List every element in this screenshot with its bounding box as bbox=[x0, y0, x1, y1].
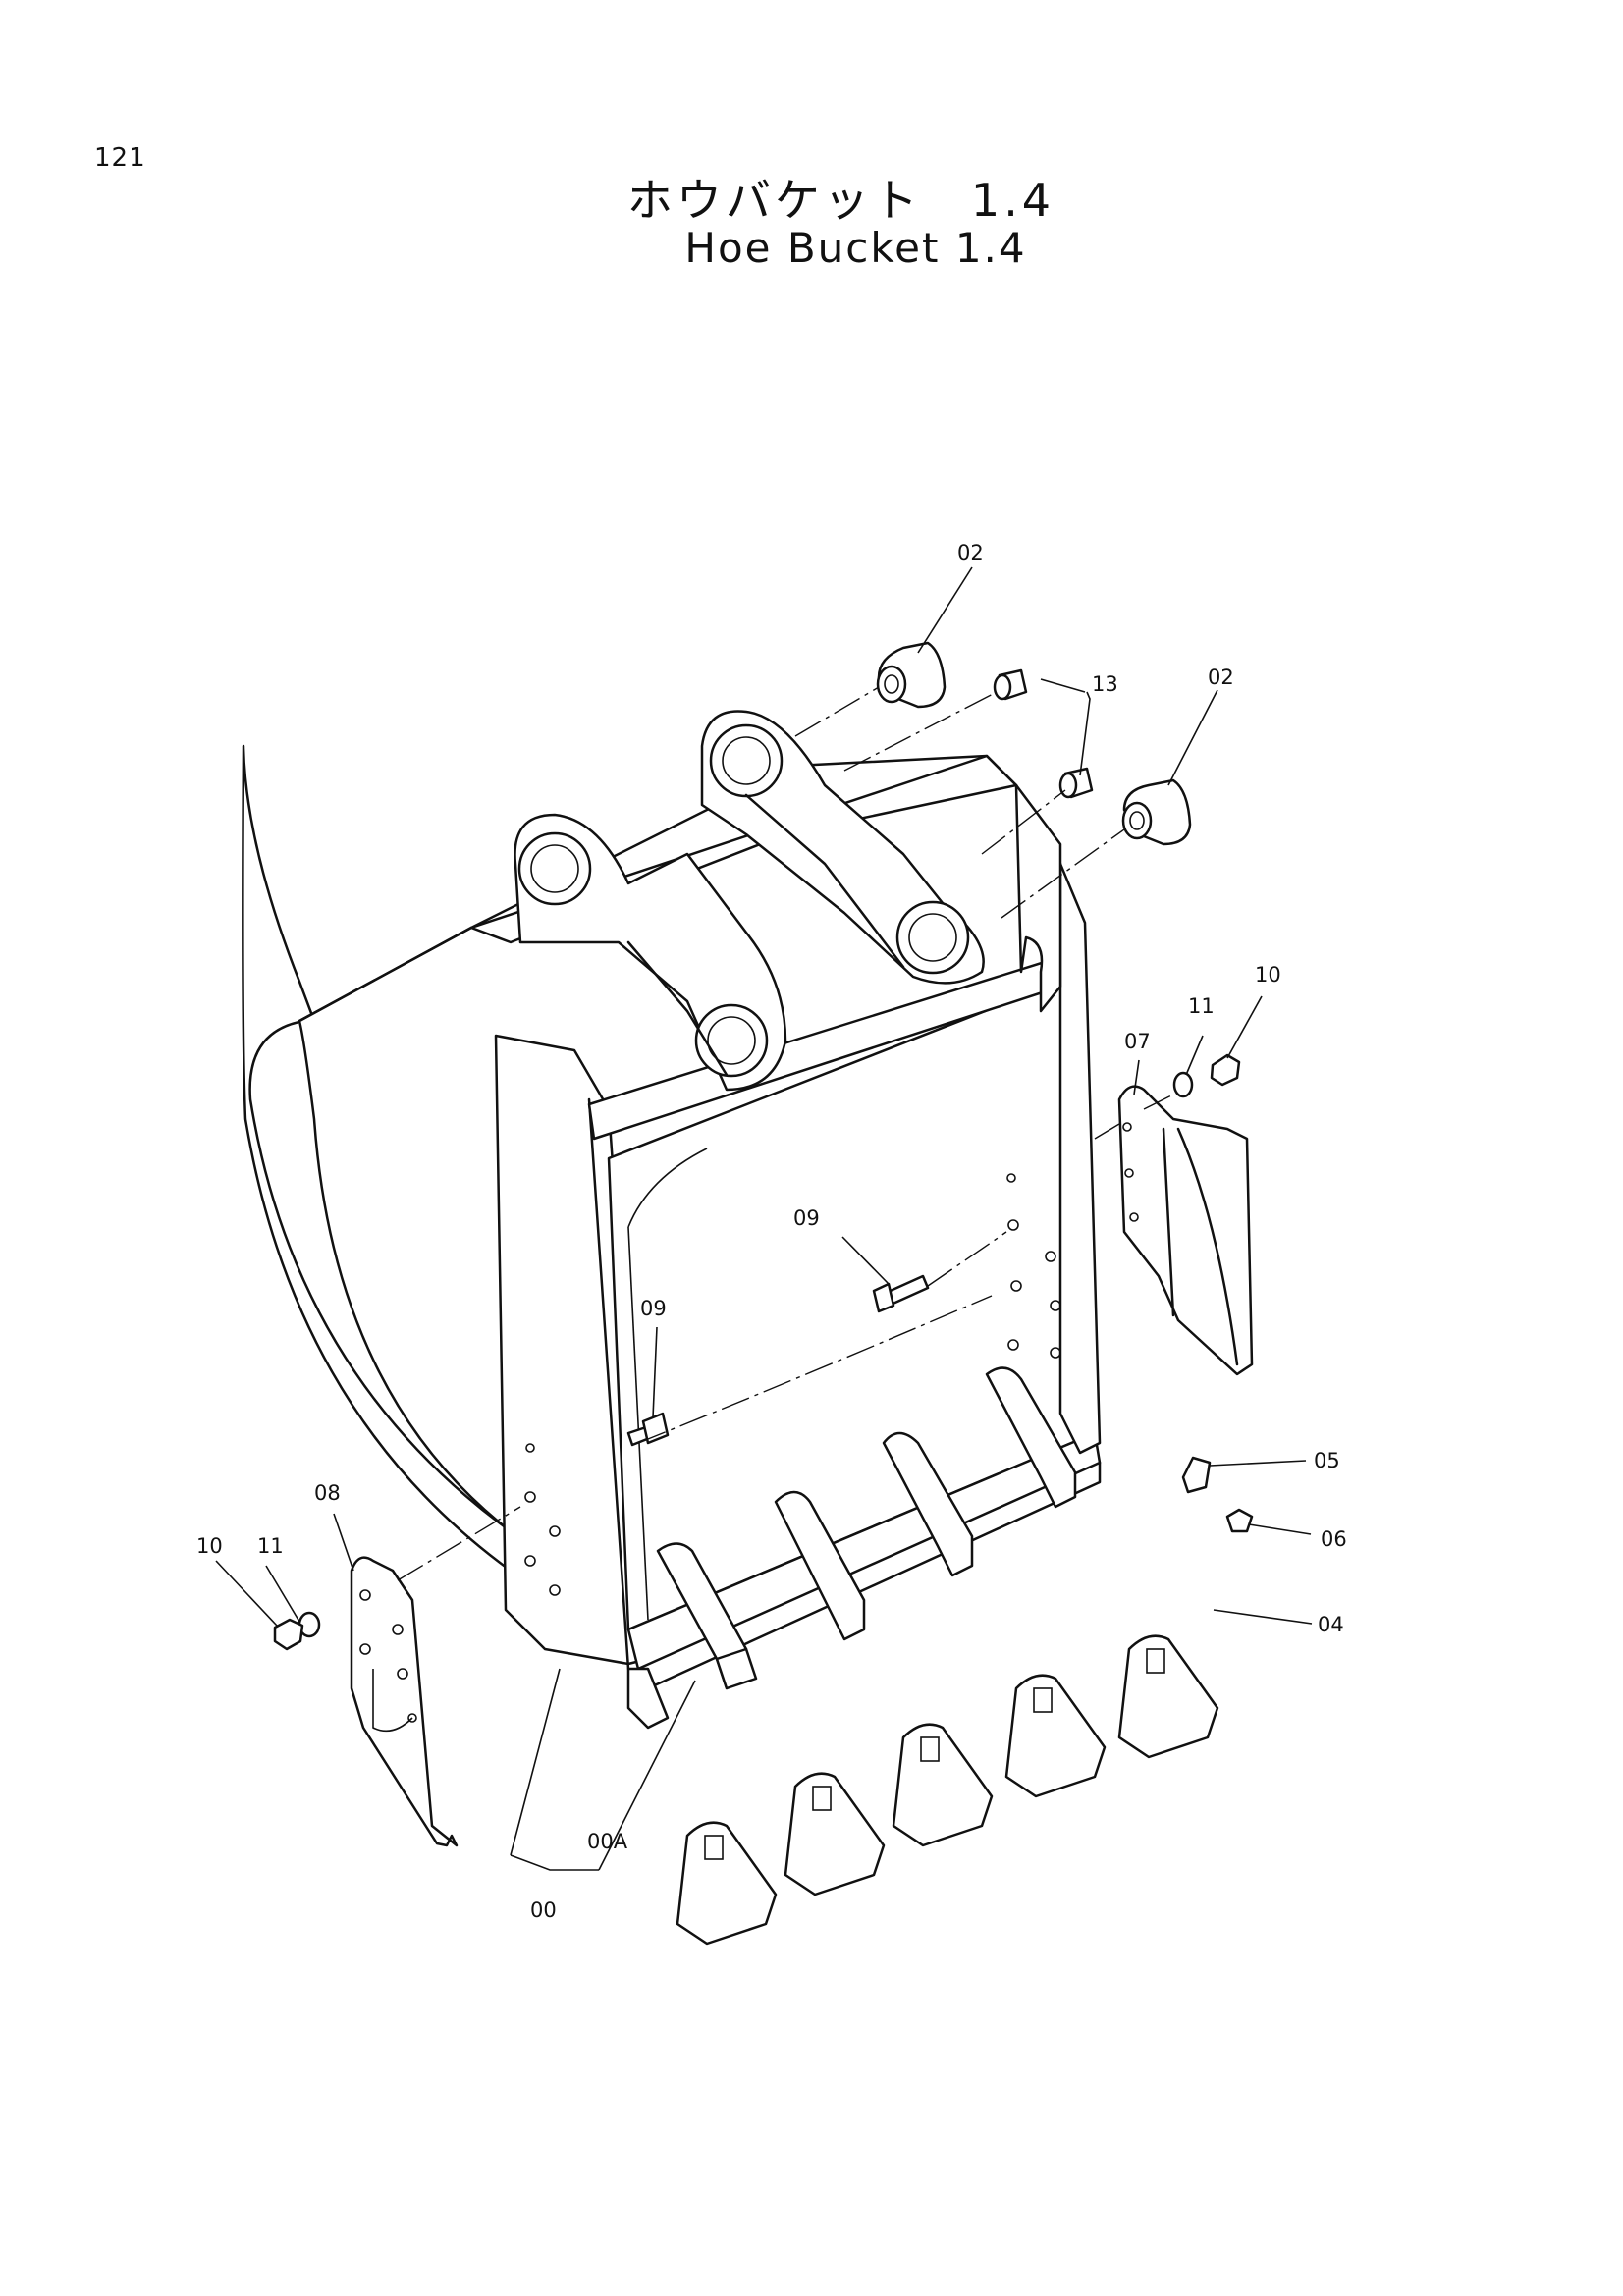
teeth-mounted bbox=[626, 1366, 1077, 1730]
callout-08: 08 bbox=[314, 1481, 341, 1505]
callout-07: 07 bbox=[1124, 1030, 1151, 1053]
side-cutter-left bbox=[273, 1506, 521, 1847]
callout-00: 00 bbox=[530, 1898, 557, 1922]
callout-05: 05 bbox=[1314, 1449, 1340, 1472]
callout-00A: 00A bbox=[587, 1830, 628, 1853]
callout-11-right: 11 bbox=[1188, 994, 1215, 1018]
bolts bbox=[626, 1231, 1007, 1447]
callout-labels: 02 02 13 10 11 07 09 09 08 11 10 05 06 0… bbox=[196, 541, 1347, 1922]
callout-09-lower: 09 bbox=[640, 1297, 667, 1320]
callout-13: 13 bbox=[1092, 672, 1118, 696]
tooth-points bbox=[676, 1634, 1219, 1946]
callout-02-left: 02 bbox=[957, 541, 984, 564]
callout-09-upper: 09 bbox=[793, 1206, 820, 1230]
page-number: 121 bbox=[94, 143, 146, 173]
bucket-body bbox=[242, 744, 1102, 1690]
boss-brackets bbox=[514, 710, 985, 1092]
callout-04: 04 bbox=[1318, 1613, 1344, 1636]
callout-11-left: 11 bbox=[257, 1534, 284, 1558]
callout-10-right: 10 bbox=[1255, 963, 1281, 987]
side-cutter-right bbox=[1094, 1053, 1254, 1376]
title-japanese: ホウバケット 1.4 bbox=[626, 174, 1055, 227]
bushings-and-pins bbox=[794, 641, 1192, 919]
callout-02-right: 02 bbox=[1208, 666, 1234, 689]
callout-06: 06 bbox=[1321, 1527, 1347, 1551]
title-english: Hoe Bucket 1.4 bbox=[684, 224, 1027, 272]
tooth-pin-and-lock bbox=[1181, 1456, 1254, 1533]
leader-lines bbox=[215, 566, 1313, 1871]
callout-10-left: 10 bbox=[196, 1534, 223, 1558]
